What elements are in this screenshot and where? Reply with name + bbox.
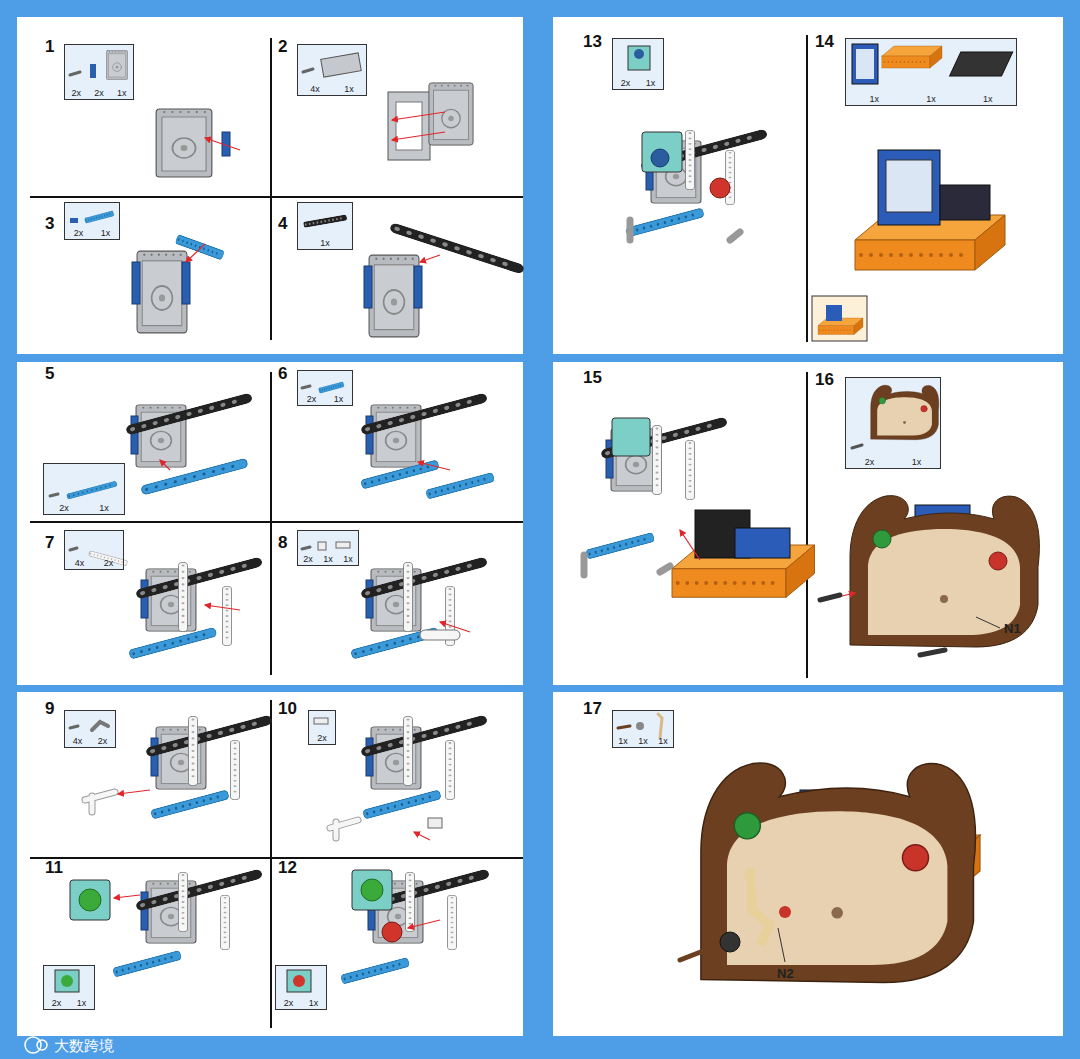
quantity-text: 2x [284,998,294,1008]
callout-label: N1 [1004,621,1021,636]
quantity-row: 2x 1x [44,503,124,513]
quantity-row: 2x 2x 1x [65,88,133,98]
quantity-row: 2x 1x [298,394,352,404]
step-number: 16 [815,370,834,390]
step-number: 8 [278,533,287,553]
parts-box: 2x 1x [64,202,120,240]
quantity-text: 1x [309,998,319,1008]
quantity-text: 4x [310,84,320,94]
step-number: 5 [45,364,54,384]
callout-label: N2 [777,966,794,981]
quantity-text: 2x [307,394,317,404]
step-number: 1 [45,37,54,57]
quantity-text: 1x [926,94,936,104]
quantity-text: 1x [658,736,668,746]
quantity-text: 1x [334,394,344,404]
parts-box: 2x 1x [612,38,664,90]
parts-box: 2x 1x 1x [297,530,359,566]
quantity-text: 2x [72,88,82,98]
parts-box: 1x 1x 1x [845,38,1017,106]
parts-box: 2x 2x 1x [64,44,134,100]
step-number: 17 [583,699,602,719]
quantity-row: 2x 1x [276,998,326,1008]
quantity-text: 2x [52,998,62,1008]
quantity-text: 1x [323,554,333,564]
parts-box: 4x 1x [297,44,367,96]
quantity-text: 1x [618,736,628,746]
step-number: 4 [278,214,287,234]
quantity-text: 2x [98,736,108,746]
parts-box: 1x [297,202,353,250]
step-number: 6 [278,364,287,384]
step-number: 14 [815,32,834,52]
quantity-text: 1x [101,228,111,238]
step-number: 11 [45,858,63,878]
quantity-row: 4x 1x [298,84,366,94]
parts-box: 4x 2x [64,710,116,748]
quantity-text: 2x [59,503,69,513]
quantity-text: 4x [75,558,85,568]
quantity-text: 1x [638,736,648,746]
quantity-text: 2x [74,228,84,238]
quantity-text: 1x [870,94,880,104]
quantity-text: 1x [99,503,109,513]
parts-box: 2x 1x [275,965,327,1010]
quantity-row: 2x 1x [846,457,940,467]
step-number: 12 [278,858,297,878]
step-number: 10 [278,699,297,719]
step-number: 2 [278,37,287,57]
quantity-text: 2x [104,558,114,568]
quantity-row: 1x 1x 1x [846,94,1016,104]
parts-box: 2x 1x [297,370,353,406]
quantity-text: 4x [73,736,83,746]
parts-box: 2x 1x [43,965,95,1010]
quantity-text: 1x [983,94,993,104]
quantity-text: 1x [912,457,922,467]
parts-box: 1x 1x 1x [612,710,674,748]
step-number: 7 [45,533,54,553]
quantity-row: 1x [298,238,352,248]
quantity-row: 2x 1x [613,78,663,88]
quantity-row: 4x 2x [65,736,115,746]
quantity-row: 4x 2x [65,558,123,568]
step-number: 13 [583,32,602,52]
parts-box: 2x 1x [43,463,125,515]
quantity-text: 1x [117,88,127,98]
quantity-text: 1x [646,78,656,88]
quantity-row: 2x [309,733,335,743]
quantity-text: 1x [344,84,354,94]
quantity-text: 2x [317,733,327,743]
quantity-text: 1x [77,998,87,1008]
quantity-text: 1x [343,554,353,564]
step-number: 9 [45,699,54,719]
quantity-text: 2x [865,457,875,467]
quantity-text: 1x [320,238,330,248]
quantity-text: 2x [621,78,631,88]
step-number: 3 [45,214,54,234]
parts-box: 2x 1x [845,377,941,469]
parts-box: 2x [308,710,336,745]
quantity-row: 2x 1x [44,998,94,1008]
parts-box: 4x 2x [64,530,124,570]
quantity-row: 2x 1x 1x [298,554,358,564]
quantity-text: 2x [94,88,104,98]
quantity-text: 2x [303,554,313,564]
quantity-row: 2x 1x [65,228,119,238]
watermark: 大数跨境 [54,1037,114,1056]
step-number: 15 [583,368,602,388]
quantity-row: 1x 1x 1x [613,736,673,746]
